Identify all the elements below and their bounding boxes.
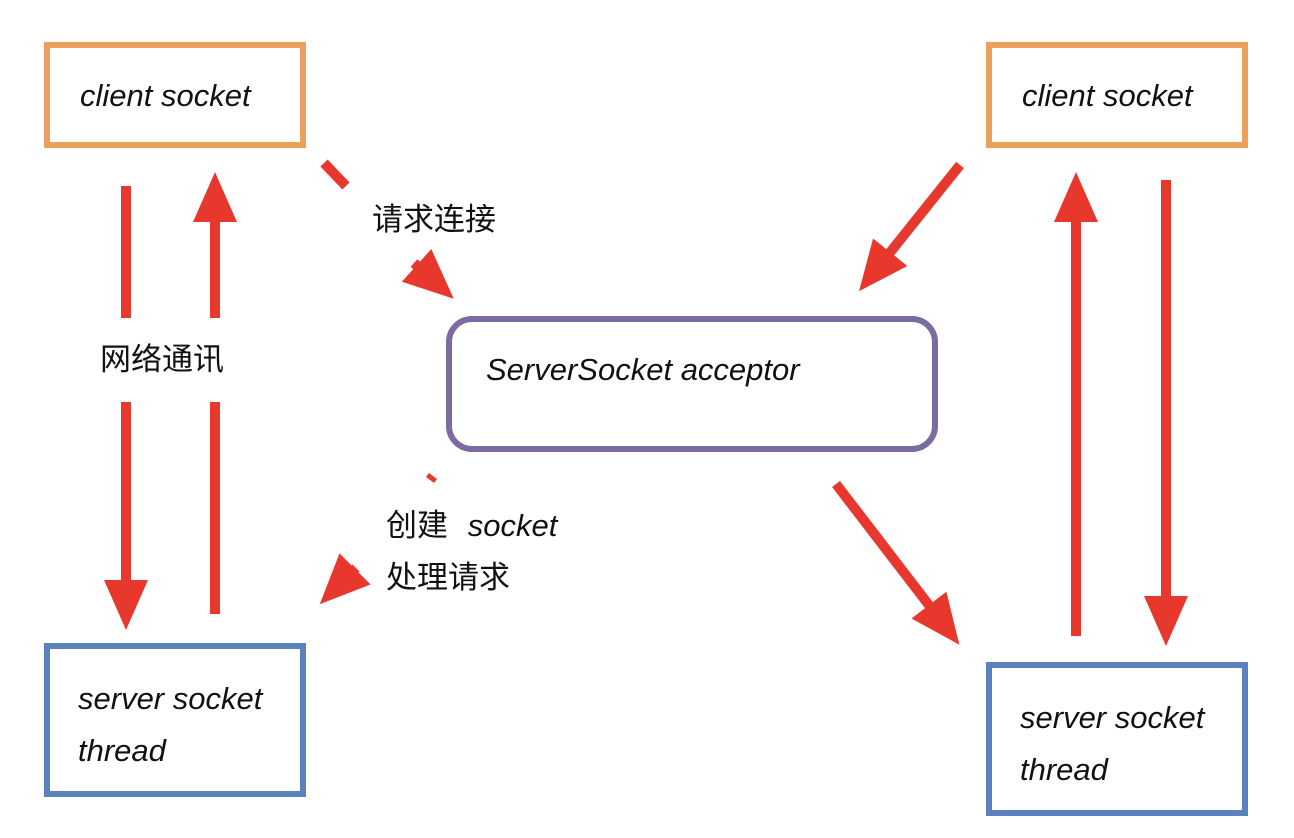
arrow-create-start: [426, 473, 437, 483]
right-server-socket-line2: thread: [1020, 752, 1108, 787]
left-server-socket-line2: thread: [78, 733, 166, 768]
right-client-socket-box: client socket: [986, 42, 1248, 148]
arrow-right-create: [832, 480, 960, 645]
arrow-right-request: [859, 161, 964, 292]
network-communication-label: 网络通讯: [100, 342, 224, 378]
right-server-socket-thread-box: server socket thread: [986, 662, 1248, 816]
handle-request-label: 处理请求: [386, 560, 510, 596]
arrow-request-connection: [401, 248, 454, 299]
left-server-socket-line1: server socket: [78, 681, 263, 716]
acceptor-label: ServerSocket acceptor: [486, 352, 800, 387]
arrow-request-start: [320, 159, 350, 190]
arrow-create-socket: [319, 553, 371, 605]
create-socket-label: 创建 socket: [386, 506, 557, 546]
left-client-socket-box: client socket: [44, 42, 306, 148]
left-server-socket-thread-box: server socket thread: [44, 643, 306, 797]
create-label: 创建: [386, 508, 448, 544]
server-socket-acceptor-box: ServerSocket acceptor: [446, 316, 938, 452]
left-client-socket-label: client socket: [80, 78, 251, 113]
right-client-socket-label: client socket: [1022, 78, 1193, 113]
right-server-socket-line1: server socket: [1020, 700, 1205, 735]
request-connection-label: 请求连接: [372, 202, 496, 238]
create-socket-word: socket: [467, 508, 558, 543]
